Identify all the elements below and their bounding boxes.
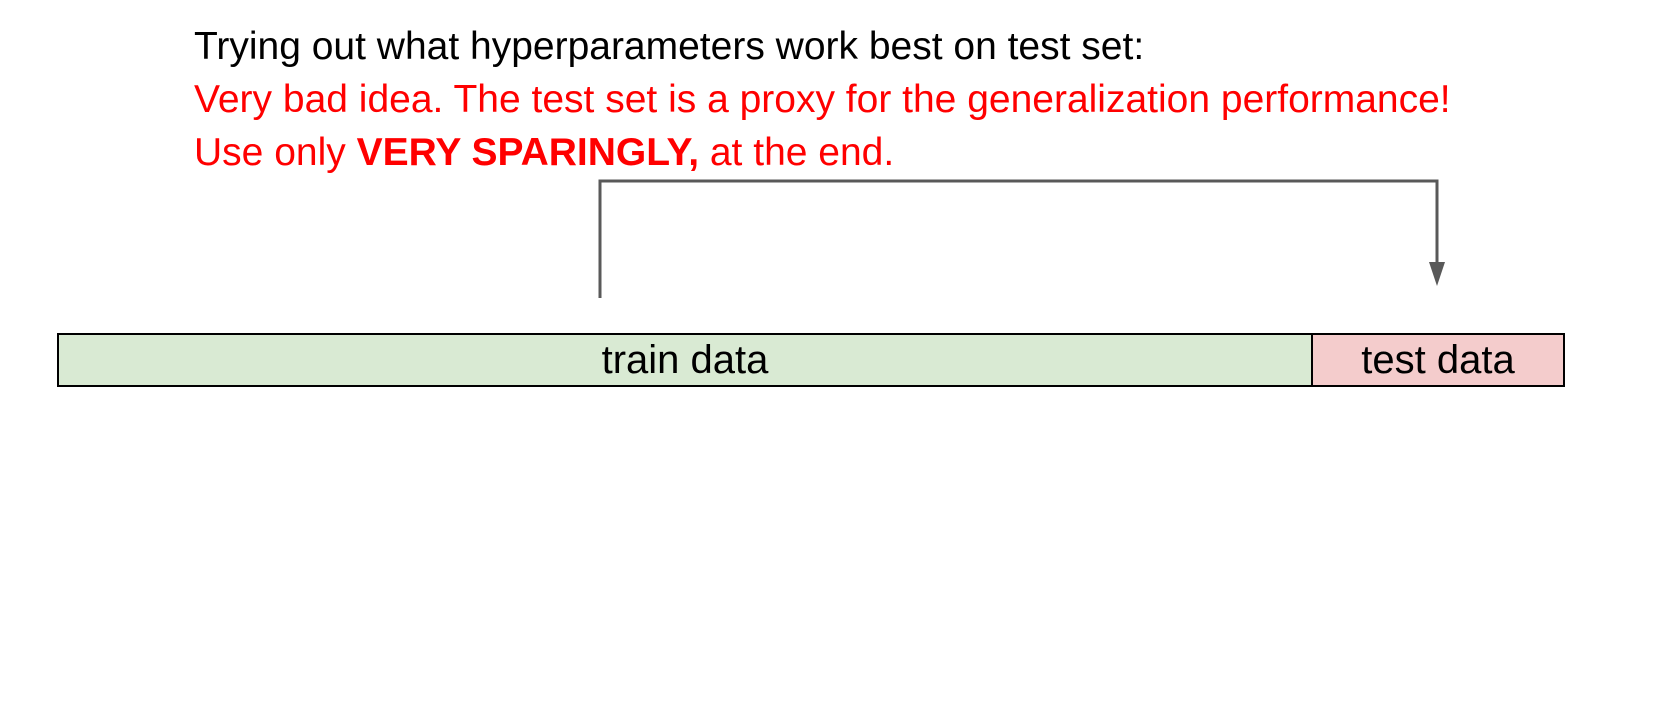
usage-prefix: Use only	[194, 131, 357, 174]
arrow-connector	[598, 179, 1439, 298]
usage-suffix: at the end.	[699, 131, 895, 174]
train-data-segment: train data	[57, 333, 1313, 387]
train-data-label: train data	[601, 338, 769, 382]
heading-line: Trying out what hyperparameters work bes…	[194, 25, 1145, 68]
test-data-segment: test data	[1311, 333, 1565, 387]
test-data-label: test data	[1361, 338, 1515, 382]
instruction-text: Trying out what hyperparameters work bes…	[194, 20, 1451, 179]
warning-line: Very bad idea. The test set is a proxy f…	[194, 78, 1451, 121]
usage-line: Use only VERY SPARINGLY, at the end.	[194, 126, 1451, 179]
usage-emphasis: VERY SPARINGLY,	[356, 131, 700, 174]
arrow-head-icon	[1429, 262, 1445, 286]
